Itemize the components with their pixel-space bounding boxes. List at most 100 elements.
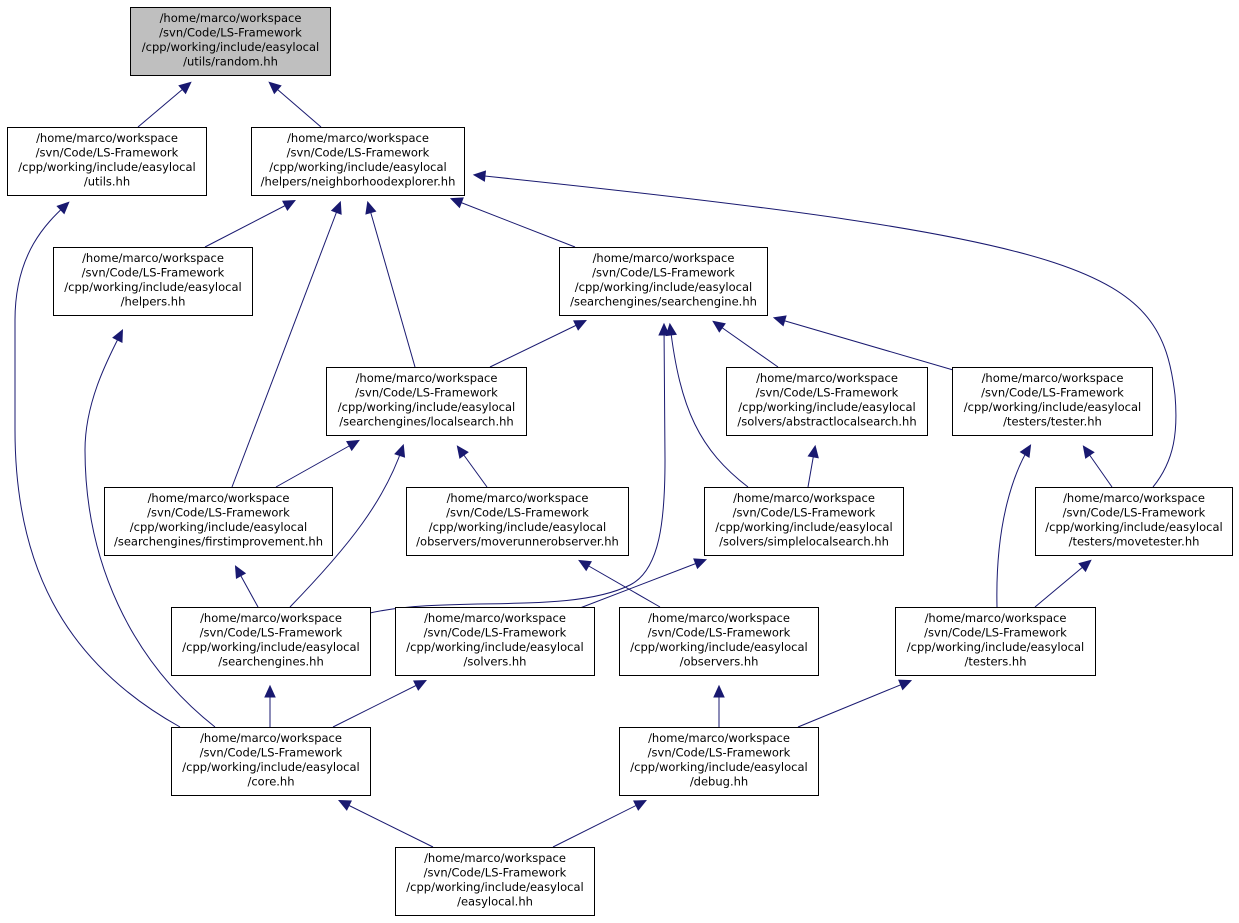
node-box[interactable] [104, 487, 333, 556]
node-box[interactable] [619, 607, 819, 676]
node-label-line: /home/marco/workspace [648, 731, 790, 745]
node-label-line: /svn/Code/LS-Framework [159, 26, 302, 40]
edge-arrowhead-icon [807, 444, 819, 459]
node-box[interactable] [251, 127, 465, 196]
edge-arrowhead-icon [713, 684, 725, 698]
edge-arrowhead-icon [1078, 559, 1092, 573]
node-label-line: /cpp/working/include/easylocal [575, 280, 752, 294]
node-box[interactable] [406, 487, 629, 556]
node-label-line: /testers/movetester.hh [1069, 535, 1200, 549]
node-label-line: /home/marco/workspace [982, 371, 1124, 385]
edge-core-to-searchengines [264, 684, 276, 727]
node-box[interactable] [326, 367, 527, 436]
edge-line [774, 317, 961, 373]
node-box[interactable] [726, 367, 928, 436]
edge-easylocal-to-core [338, 800, 434, 848]
edge-observers-to-moverunnerobserver [578, 559, 661, 608]
node-label-line: /svn/Code/LS-Framework [147, 506, 290, 520]
node-testers[interactable]: /home/marco/workspace/svn/Code/LS-Framew… [895, 607, 1096, 676]
edge-arrowhead-icon [268, 81, 282, 95]
node-label-line: /cpp/working/include/easylocal [964, 400, 1141, 414]
edge-searchengines-to-localsearch [289, 443, 406, 608]
node-easylocal[interactable]: /home/marco/workspace/svn/Code/LS-Framew… [395, 847, 595, 916]
node-label-line: /cpp/working/include/easylocal [18, 160, 195, 174]
node-box[interactable] [171, 727, 371, 796]
node-movetester[interactable]: /home/marco/workspace/svn/Code/LS-Framew… [1035, 487, 1233, 556]
node-box[interactable] [895, 607, 1096, 676]
node-neighborhoodexplorer[interactable]: /home/marco/workspace/svn/Code/LS-Framew… [251, 127, 465, 196]
edge-arrowhead-icon [394, 443, 406, 458]
edge-line [269, 82, 322, 128]
edge-line [369, 324, 666, 614]
edge-simplelocalsearch-to-abstractlocalsearch [807, 444, 819, 488]
edge-arrowhead-icon [898, 679, 913, 691]
node-core[interactable]: /home/marco/workspace/svn/Code/LS-Framew… [171, 727, 371, 796]
edge-line [797, 680, 911, 728]
edge-utils-to-random [137, 81, 192, 128]
node-label-line: /svn/Code/LS-Framework [924, 626, 1067, 640]
edge-searchengines-to-firstimprovement [234, 565, 259, 608]
edge-line [579, 560, 661, 608]
edge-line [231, 202, 341, 488]
node-label-line: /home/marco/workspace [160, 11, 302, 25]
node-box[interactable] [130, 7, 331, 76]
edge-line [14, 202, 181, 728]
node-tester[interactable]: /home/marco/workspace/svn/Code/LS-Framew… [952, 367, 1153, 436]
edge-arrowhead-icon [658, 322, 670, 336]
node-box[interactable] [171, 607, 371, 676]
node-localsearch[interactable]: /home/marco/workspace/svn/Code/LS-Framew… [326, 367, 527, 436]
edge-arrowhead-icon [633, 800, 647, 811]
edge-arrowhead-icon [665, 322, 677, 337]
node-firstimprovement[interactable]: /home/marco/workspace/svn/Code/LS-Framew… [104, 487, 333, 556]
edge-line [579, 559, 706, 609]
edge-firstimprovement-to-localsearch [275, 439, 360, 488]
edge-arrowhead-icon [413, 680, 427, 691]
edge-arrowhead-icon [346, 439, 360, 452]
node-random[interactable]: /home/marco/workspace/svn/Code/LS-Framew… [130, 7, 331, 76]
node-simplelocalsearch[interactable]: /home/marco/workspace/svn/Code/LS-Framew… [704, 487, 904, 556]
node-label-line: /cpp/working/include/easylocal [338, 400, 515, 414]
node-label-line: /searchengines/localsearch.hh [339, 415, 513, 429]
node-observers[interactable]: /home/marco/workspace/svn/Code/LS-Framew… [619, 607, 819, 676]
edge-line [474, 174, 1177, 488]
edge-helpers-to-neighborhoodexplorer [204, 199, 296, 248]
node-label-line: /observers.hh [680, 655, 759, 669]
node-box[interactable] [704, 487, 904, 556]
node-label-line: /cpp/working/include/easylocal [1045, 520, 1222, 534]
node-box[interactable] [952, 367, 1153, 436]
edge-line [367, 202, 416, 368]
node-label-line: /cpp/working/include/easylocal [630, 640, 807, 654]
edge-arrowhead-icon [449, 197, 464, 209]
node-box[interactable] [395, 607, 595, 676]
edge-easylocal-to-debug [552, 800, 647, 848]
nodes-layer: /home/marco/workspace/svn/Code/LS-Framew… [7, 7, 1233, 916]
node-box[interactable] [1035, 487, 1233, 556]
node-label-line: /cpp/working/include/easylocal [64, 280, 241, 294]
node-label-line: /svn/Code/LS-Framework [446, 506, 589, 520]
edge-line [489, 320, 586, 368]
node-searchengine[interactable]: /home/marco/workspace/svn/Code/LS-Framew… [559, 247, 768, 316]
node-label-line: /svn/Code/LS-Framework [592, 266, 735, 280]
node-label-line: /svn/Code/LS-Framework [200, 746, 343, 760]
node-abstractlocalsearch[interactable]: /home/marco/workspace/svn/Code/LS-Framew… [726, 367, 928, 436]
edge-line [84, 330, 216, 728]
node-box[interactable] [395, 847, 595, 916]
node-box[interactable] [559, 247, 768, 316]
node-debug[interactable]: /home/marco/workspace/svn/Code/LS-Framew… [619, 727, 819, 796]
edge-neighborhoodexplorer-to-random [268, 81, 322, 128]
node-utils[interactable]: /home/marco/workspace/svn/Code/LS-Framew… [7, 127, 207, 196]
node-solvers[interactable]: /home/marco/workspace/svn/Code/LS-Framew… [395, 607, 595, 676]
edge-searchengines-to-searchengine [369, 322, 670, 614]
node-label-line: /home/marco/workspace [200, 731, 342, 745]
node-box[interactable] [619, 727, 819, 796]
edge-arrowhead-icon [578, 559, 592, 572]
node-moverunnerobserver[interactable]: /home/marco/workspace/svn/Code/LS-Framew… [406, 487, 629, 556]
node-label-line: /cpp/working/include/easylocal [269, 160, 446, 174]
node-label-line: /home/marco/workspace [733, 491, 875, 505]
node-searchengines[interactable]: /home/marco/workspace/svn/Code/LS-Framew… [171, 607, 371, 676]
node-box[interactable] [7, 127, 207, 196]
node-box[interactable] [53, 247, 253, 316]
node-helpers[interactable]: /home/marco/workspace/svn/Code/LS-Framew… [53, 247, 253, 316]
edge-arrowhead-icon [56, 201, 70, 215]
